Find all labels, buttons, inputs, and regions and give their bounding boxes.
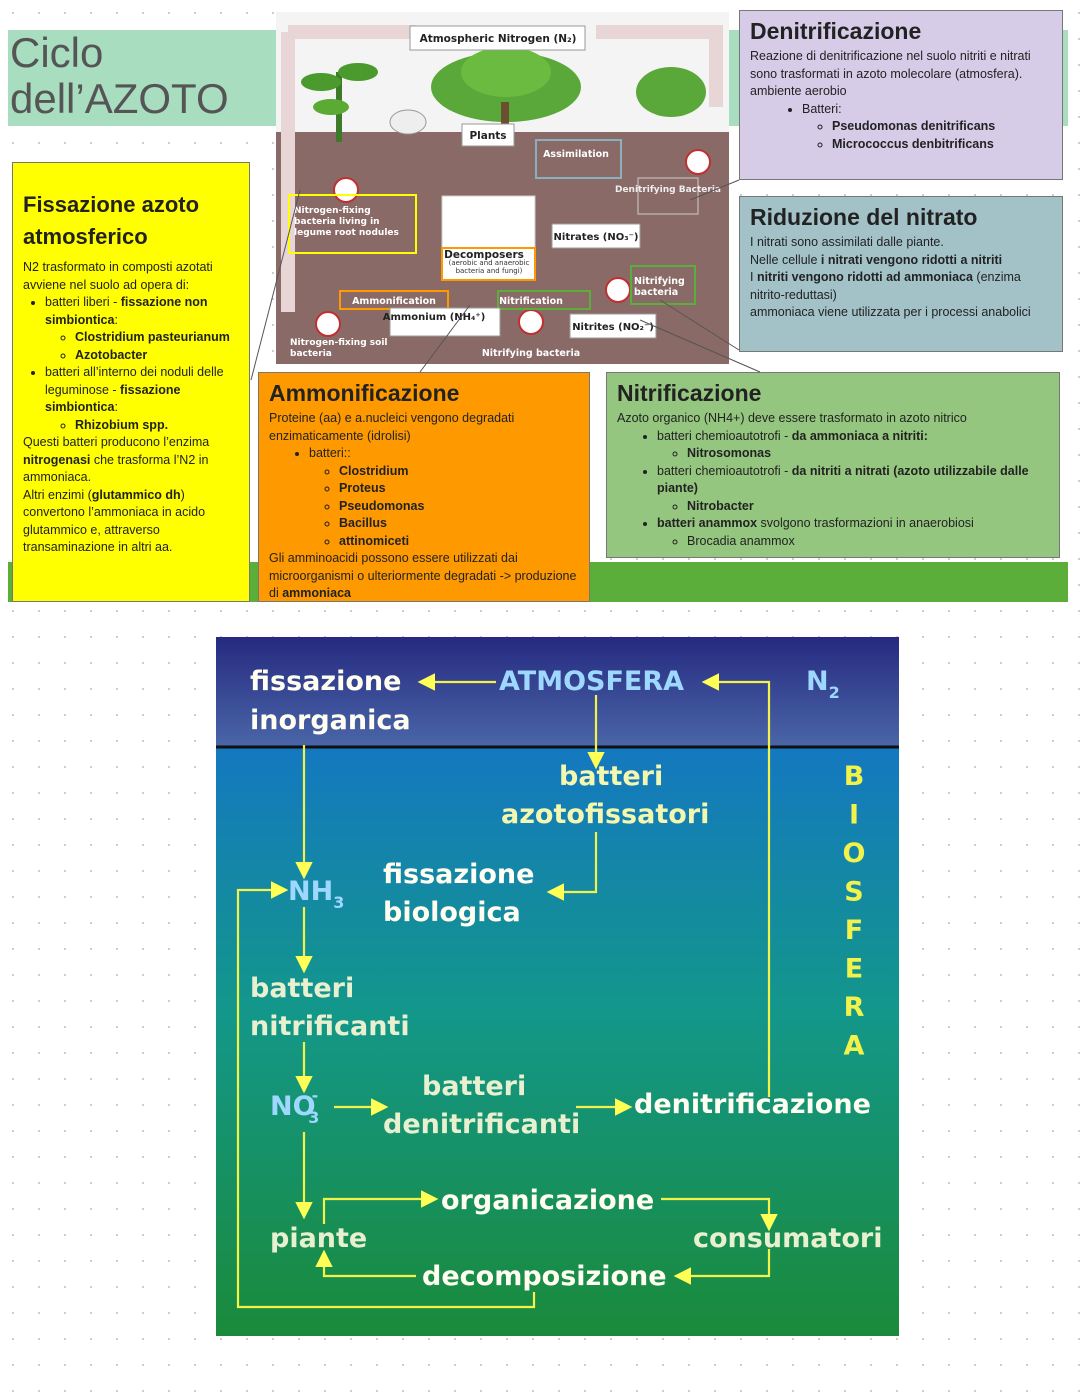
batteri-nitrificanti-label: batteri: [250, 973, 354, 1004]
bacteria-icon: [315, 311, 341, 337]
atmosfera-label: ATMOSFERA: [499, 666, 684, 697]
connector-lines: [250, 179, 761, 381]
denitrificazione-bullet: Batteri: Pseudomonas denitrificans Micro…: [802, 101, 1052, 154]
piante-label: piante: [270, 1223, 367, 1254]
nitrifying-bacteria-box-label: Nitrifying bacteria: [634, 276, 685, 298]
denitrificazione-env: ambiente aerobio: [750, 84, 847, 98]
bacteria-name: Micrococcus denbitrificans: [832, 136, 1052, 154]
no3-label: NO-3: [270, 1086, 319, 1127]
ammonificazione-list: batteri:: Clostridium Proteus Pseudomona…: [269, 445, 579, 550]
batteri-nitrificanti-label-2: nitrificanti: [250, 1011, 410, 1042]
denitrificazione-text: Reazione di denitrificazione nel suolo n…: [750, 49, 1031, 81]
biosfera-letter: S: [844, 877, 863, 908]
fissazione-biologica-label: fissazione: [383, 859, 534, 890]
decomposizione-label: decomposizione: [422, 1261, 667, 1292]
fissazione-heading: Fissazione azoto atmosferico: [23, 192, 200, 249]
denitrificazione-heading: Denitrificazione: [750, 18, 922, 44]
riduzione-line-4: ammoniaca viene utilizzata per i process…: [750, 305, 1031, 319]
bacteria-name: attinomiceti: [339, 533, 579, 551]
fissazione-item-free: batteri liberi - fissazione non simbiont…: [45, 294, 239, 364]
nitrates-label: Nitrates (NO₃⁻): [554, 232, 639, 243]
soil-bacteria-label: Nitrogen-fixing soil bacteria: [290, 338, 388, 359]
organicazione-label: organicazione: [441, 1185, 654, 1216]
riduzione-box: Riduzione del nitrato I nitrati sono ass…: [739, 196, 1063, 352]
decomposers-sublabel: (aerobic and anaerobic bacteria and fung…: [448, 259, 530, 275]
fissazione-inorganica-label-2: inorganica: [250, 705, 411, 736]
ammonification-label: Ammonification: [352, 296, 436, 307]
biosfera-letter: I: [849, 800, 859, 831]
bacteria-icon: [685, 149, 711, 175]
bacteria-name: Nitrobacter: [687, 498, 1049, 516]
biosfera-letter: A: [844, 1031, 865, 1062]
nitrificazione-box: Nitrificazione Azoto organico (NH4+) dev…: [606, 372, 1060, 558]
nitrificazione-list: batteri chemioautotrofi - da ammoniaca a…: [617, 428, 1049, 551]
ammonificazione-intro: Proteine (aa) e a.nucleici vengono degra…: [269, 411, 515, 443]
riduzione-line-3: I nitriti vengono ridotti ad ammoniaca (…: [750, 270, 1021, 302]
biosfera-letter: R: [844, 992, 865, 1023]
batteri-azotofissatori-label-2: azotofissatori: [501, 799, 709, 830]
decomposers-label: Decomposers: [444, 249, 524, 261]
ammonificazione-heading: Ammonificazione: [269, 380, 460, 406]
nitrificazione-item-2: batteri chemioautotrofi - da nitriti a n…: [657, 463, 1049, 516]
nitrificazione-item-3: batteri anammox svolgono trasformazioni …: [657, 515, 1049, 550]
fissazione-nitrogenasi: Questi batteri producono l’enzima nitrog…: [23, 435, 210, 484]
bacteria-name: Pseudomonas denitrificans: [832, 118, 1052, 136]
bacteria-name: Azotobacter: [75, 347, 239, 365]
fissazione-intro: N2 trasformato in composti azotati avvie…: [23, 260, 213, 292]
batteri-denitrificanti-label-2: denitrificanti: [383, 1109, 580, 1140]
fissazione-box: Fissazione azoto atmosferico N2 trasform…: [12, 162, 250, 602]
ammonificazione-bullet: batteri:: Clostridium Proteus Pseudomona…: [309, 445, 579, 550]
bacteria-name: Pseudomonas: [339, 498, 579, 516]
bacteria-name: Bacillus: [339, 515, 579, 533]
riduzione-heading: Riduzione del nitrato: [750, 204, 978, 230]
riduzione-line-2: Nelle cellule i nitrati vengono ridotti …: [750, 252, 1003, 267]
denitrificazione-label: denitrificazione: [634, 1089, 871, 1120]
assimilation-label: Assimilation: [543, 149, 609, 160]
biosfera-letter: B: [844, 761, 865, 792]
atmospheric-nitrogen-label: Atmospheric Nitrogen (N₂): [420, 33, 577, 45]
n2-label: N2: [806, 666, 840, 702]
bacteria-name: Brocadia anammox: [687, 533, 1049, 551]
rabbit-illustration: [389, 109, 427, 135]
nitrites-label: Nitrites (NO₂⁻): [572, 322, 654, 333]
nitrifying-bacteria-label: Nitrifying bacteria: [482, 348, 580, 359]
bacteria-name: Proteus: [339, 480, 579, 498]
denitrificazione-box: Denitrificazione Reazione di denitrifica…: [739, 10, 1063, 180]
fissazione-enzimi: Altri enzimi (glutammico dh) convertono …: [23, 487, 206, 555]
bacteria-name: Rhizobium spp.: [75, 417, 239, 435]
fissazione-item-symbiotic: batteri all’interno dei noduli delle leg…: [45, 364, 239, 434]
biosfera-letter: F: [845, 915, 863, 946]
page-title: Ciclo dell’AZOTO: [10, 29, 229, 122]
nh3-label: NH3: [288, 876, 344, 912]
biosfera-letter: E: [845, 954, 863, 985]
plants-label: Plants: [469, 130, 506, 142]
bacteria-name: Clostridium pasteurianum: [75, 329, 239, 347]
nitrificazione-intro: Azoto organico (NH4+) deve essere trasfo…: [617, 411, 967, 425]
fissazione-list: batteri liberi - fissazione non simbiont…: [23, 294, 239, 434]
bacteria-name: Nitrosomonas: [687, 445, 1049, 463]
ammonificazione-outro: Gli amminoacidi possono essere utilizzat…: [269, 551, 577, 600]
nitrogen-cycle-illustration: Atmospheric Nitrogen (N₂) Plants Assimil…: [276, 12, 729, 364]
consumatori-label: consumatori: [693, 1223, 882, 1254]
fissazione-inorganica-label: fissazione: [250, 666, 401, 697]
batteri-denitrificanti-label: batteri: [422, 1071, 526, 1102]
denitrifying-bacteria-label: Denitrifying Bacteria: [615, 185, 721, 195]
bacteria-name: Clostridium: [339, 463, 579, 481]
nitrificazione-item-1: batteri chemioautotrofi - da ammoniaca a…: [657, 428, 1049, 463]
ammonificazione-box: Ammonificazione Proteine (aa) e a.nuclei…: [258, 372, 590, 602]
nitrification-label: Nitrification: [499, 296, 563, 307]
plant-illustration: [301, 47, 706, 142]
ammonium-label: Ammonium (NH₄⁺): [383, 312, 486, 323]
batteri-azotofissatori-label: batteri: [559, 761, 663, 792]
biosfera-letter: O: [843, 838, 866, 869]
fissazione-biologica-label-2: biologica: [383, 897, 521, 928]
ciclo-azoto-diagram: fissazione inorganica ATMOSFERA N2 batte…: [216, 637, 899, 1336]
riduzione-line-1: I nitrati sono assimilati dalle piante.: [750, 235, 944, 249]
nitrificazione-heading: Nitrificazione: [617, 380, 762, 406]
denitrificazione-list: Batteri: Pseudomonas denitrificans Micro…: [750, 101, 1052, 154]
nitrogen-fixing-nodules-label: Nitrogen-fixing bacteria living in legum…: [294, 206, 399, 238]
